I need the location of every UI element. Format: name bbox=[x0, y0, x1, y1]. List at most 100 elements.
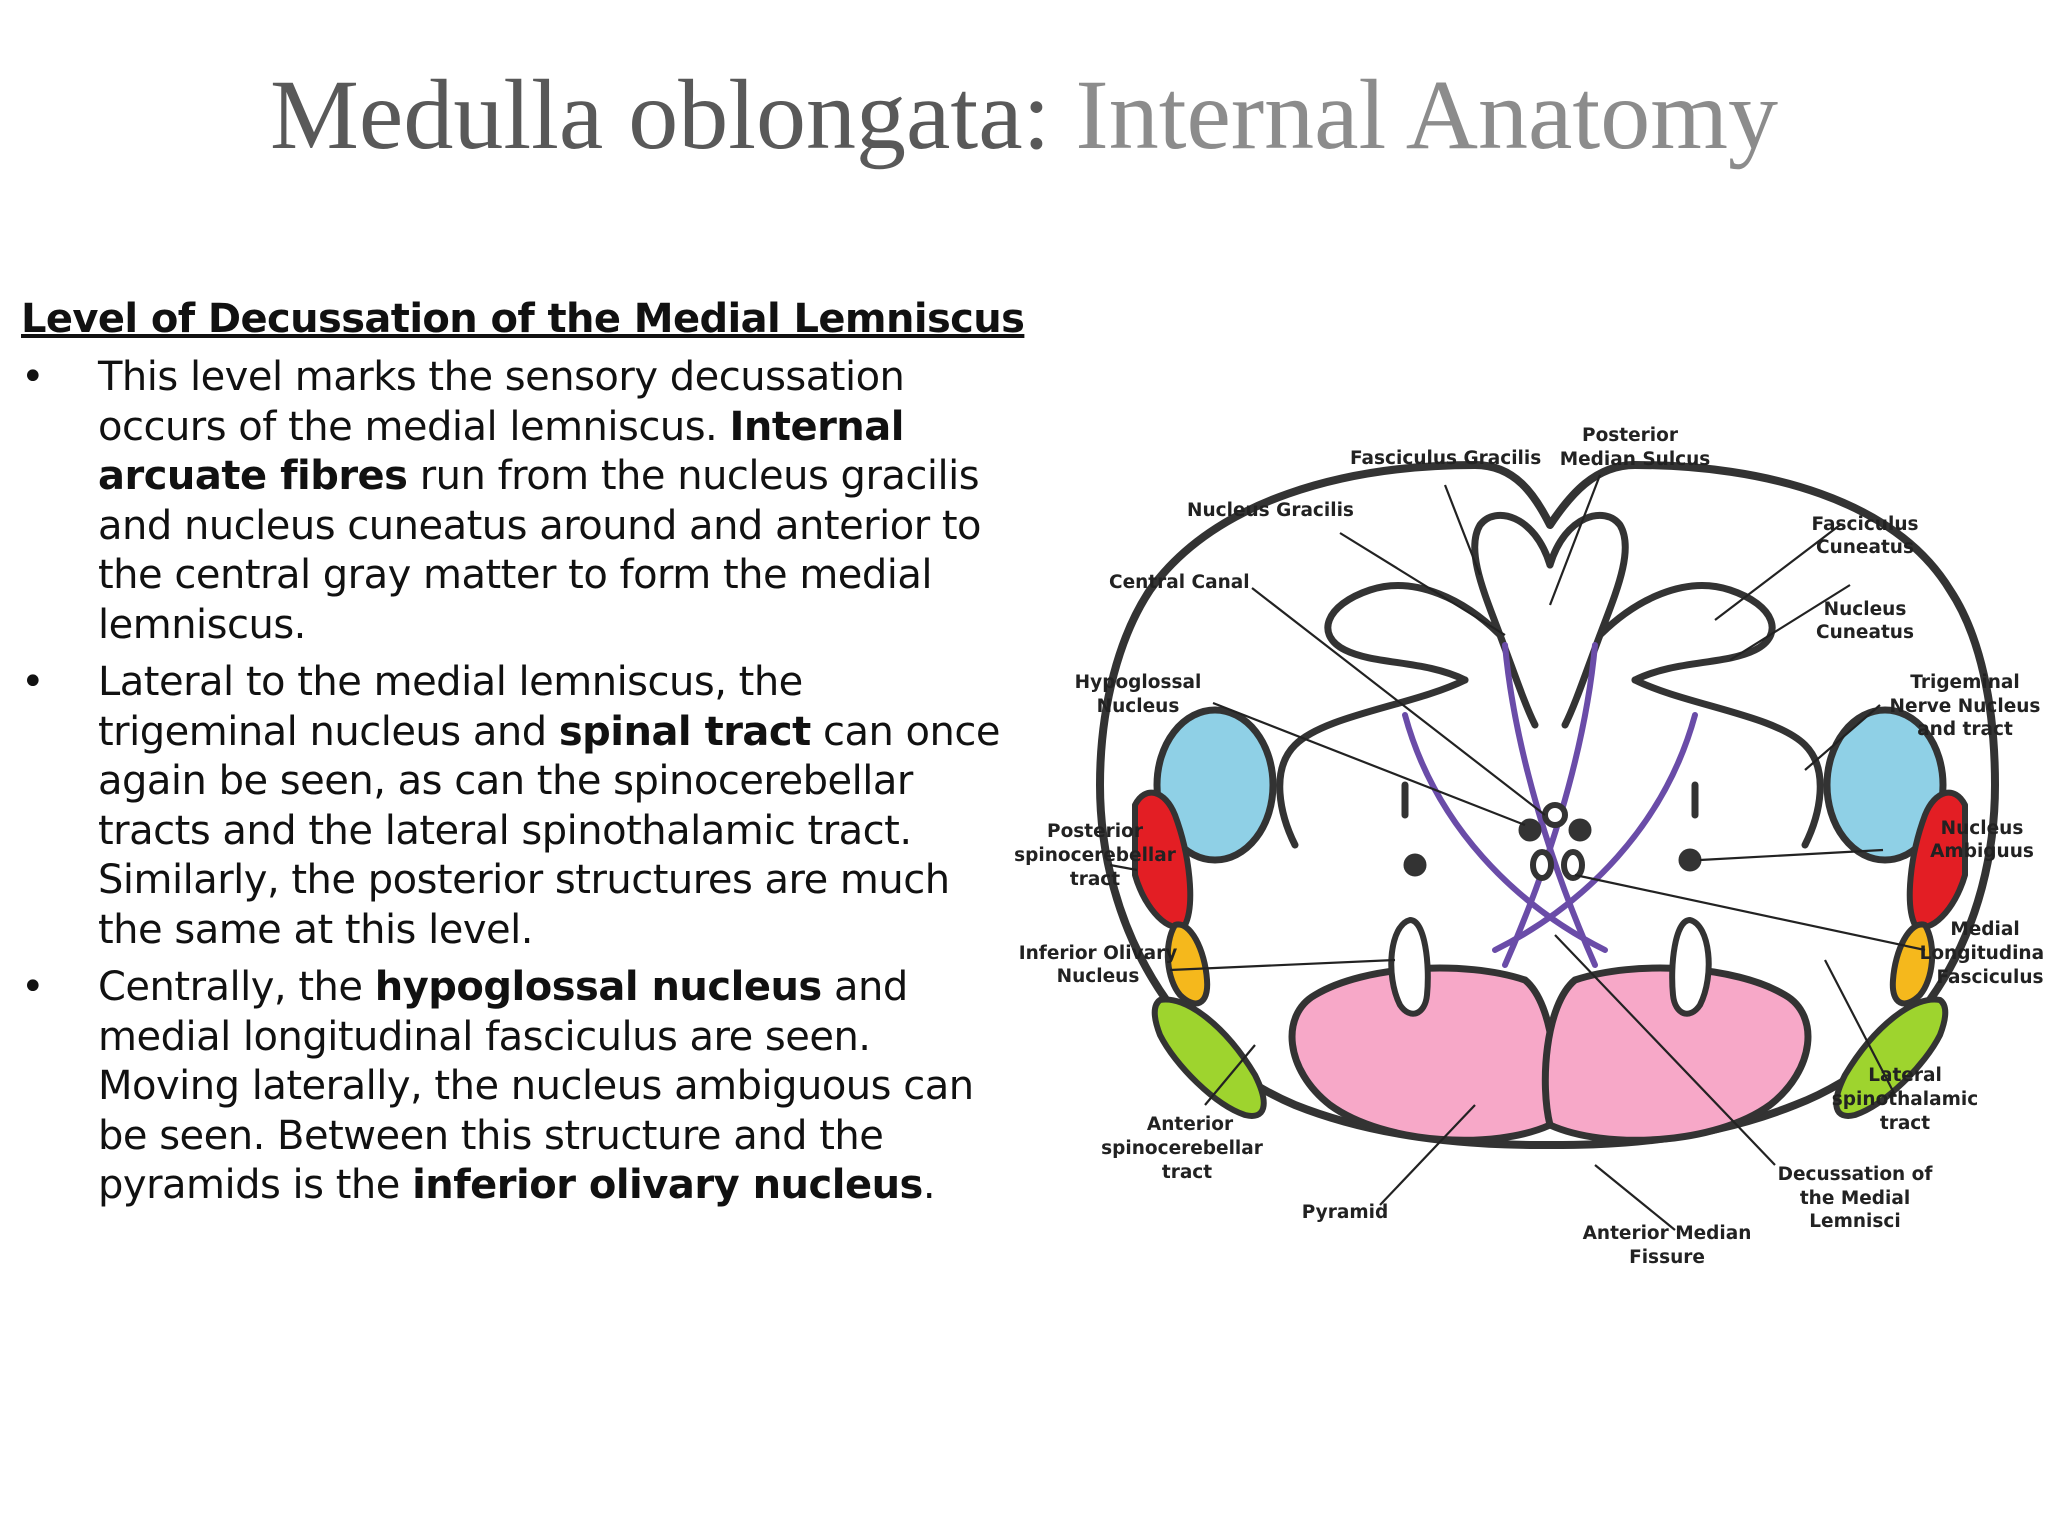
mlf bbox=[1530, 849, 1554, 881]
leader-line bbox=[1169, 958, 1396, 972]
label-pyramid: Pyramid bbox=[1302, 1202, 1388, 1223]
label-hypoglossal-nucleus: Nucleus bbox=[1097, 696, 1180, 717]
page-title: Medulla oblongata: Internal Anatomy bbox=[0, 55, 2048, 175]
bullet-text: This level marks the sensory decussation… bbox=[98, 354, 905, 450]
inferior-olivary-nucleus-left bbox=[1388, 917, 1431, 1017]
bullet-text: Centrally, the bbox=[98, 964, 375, 1010]
leader-line bbox=[1251, 587, 1546, 816]
label-trigeminal: Trigeminal bbox=[1910, 672, 2019, 693]
lateral-spinothalamic-left bbox=[1164, 921, 1211, 1007]
bullet-glyph: • bbox=[21, 659, 45, 705]
leader-line bbox=[1574, 873, 1926, 952]
hypoglossal-nucleus bbox=[1518, 818, 1542, 842]
medial-lemniscus-fibre bbox=[1502, 642, 1598, 968]
leader-line bbox=[1729, 584, 1851, 661]
pyramid-left bbox=[1288, 964, 1559, 1144]
title-part-2: Internal Anatomy bbox=[1075, 59, 1778, 170]
label-hypoglossal-nucleus: Hypoglossal bbox=[1075, 672, 1202, 693]
label-fasciculus-gracilis: Fasciculus Gracilis bbox=[1350, 448, 1541, 469]
label-trigeminal: Nerve Nucleus bbox=[1890, 696, 2041, 717]
label-fasciculus-cuneatus: Fasciculus bbox=[1811, 514, 1918, 535]
label-trigeminal: and tract bbox=[1917, 719, 2013, 740]
label-posterior-spinocerebellar: spinocerebellar bbox=[1014, 845, 1177, 866]
label-nucleus-gracilis: Nucleus Gracilis bbox=[1187, 500, 1354, 521]
bullet-bold-text: Internal arcuate fibres bbox=[98, 403, 904, 500]
trigeminal-nucleus-right bbox=[1823, 706, 1947, 864]
label-mlf: Fasciculus bbox=[1936, 967, 2043, 988]
label-posterior-spinocerebellar: tract bbox=[1070, 869, 1120, 890]
label-decussation: Lemnisci bbox=[1809, 1211, 1900, 1232]
label-inferior-olivary: Inferior Olivary bbox=[1019, 943, 1178, 964]
list-item: • This level marks the sensory decussatio… bbox=[21, 353, 1006, 650]
bullet-bold-text: spinal tract bbox=[558, 708, 811, 755]
leader-line bbox=[1824, 959, 1896, 1096]
label-lateral-spinothalamic: Lateral bbox=[1868, 1065, 1942, 1086]
label-mlf: Medial bbox=[1950, 919, 2019, 940]
medial-lemniscus-fibre bbox=[1492, 712, 1698, 953]
label-nucleus-ambiguus: Ambiguus bbox=[1930, 841, 2034, 862]
label-anterior-spinocerebellar: spinocerebellar bbox=[1101, 1138, 1264, 1159]
leader-line bbox=[1379, 1104, 1476, 1206]
list-item: • Lateral to the medial lemniscus, the tr… bbox=[21, 658, 1006, 955]
trigeminal-nucleus-left bbox=[1153, 706, 1277, 864]
pyramid-right bbox=[1541, 964, 1812, 1144]
central-gray-right bbox=[1631, 676, 1824, 849]
label-posterior-spinocerebellar: Posterior bbox=[1047, 821, 1144, 842]
nucleus-ambiguus-left bbox=[1403, 853, 1427, 877]
posterior-spinocerebellar-right bbox=[1906, 789, 1968, 930]
text-block: Level of Decussation of the Medial Lemni… bbox=[21, 293, 1025, 1211]
nucleus-ambiguus-right bbox=[1678, 848, 1702, 872]
bullet-glyph: • bbox=[21, 964, 45, 1010]
medulla-diagram: Fasciculus Gracilis Posterior Median Sul… bbox=[1014, 425, 2045, 1268]
bullet-text: can once again be seen, as can the spino… bbox=[98, 708, 1000, 953]
central-gray-left bbox=[1276, 676, 1469, 849]
leader-line bbox=[1443, 484, 1482, 576]
mlf bbox=[1561, 849, 1585, 881]
bullet-text: and medial longitudinal fasciculus are s… bbox=[98, 964, 974, 1208]
leader-line bbox=[1594, 1164, 1676, 1231]
label-nucleus-ambiguus: Nucleus bbox=[1941, 818, 2024, 839]
bullet-text: run from the nucleus gracilis and nucleu… bbox=[98, 453, 982, 648]
label-anterior-median-fissure: Fissure bbox=[1629, 1247, 1705, 1268]
bullet-text: Lateral to the medial lemniscus, the tri… bbox=[98, 659, 803, 755]
label-nucleus-cuneatus: Nucleus bbox=[1824, 599, 1907, 620]
label-anterior-median-fissure: Anterior Median bbox=[1583, 1223, 1752, 1244]
label-posterior-median-sulcus: Posterior bbox=[1582, 425, 1679, 446]
leader-line bbox=[1699, 848, 1884, 862]
medial-lemniscus-fibre bbox=[1402, 712, 1608, 953]
label-anterior-spinocerebellar: tract bbox=[1162, 1162, 1212, 1183]
bullet-glyph: • bbox=[21, 354, 45, 400]
leader-line bbox=[1339, 532, 1506, 636]
hypoglossal-nucleus bbox=[1568, 818, 1592, 842]
label-mlf: Longitudinal bbox=[1920, 943, 2045, 964]
section-heading: Level of Decussation of the Medial Lemni… bbox=[21, 296, 1025, 342]
label-anterior-spinocerebellar: Anterior bbox=[1147, 1114, 1234, 1135]
leader-line bbox=[1804, 704, 1881, 771]
bullet-list: • This level marks the sensory decussatio… bbox=[21, 353, 1006, 1211]
leader-line bbox=[1548, 474, 1602, 606]
title-part-1: Medulla oblongata: bbox=[270, 59, 1051, 170]
bullet-bold-text: inferior olivary nucleus bbox=[412, 1162, 923, 1208]
label-posterior-median-sulcus: Median Sulcus bbox=[1560, 449, 1711, 470]
posterior-spinocerebellar-left bbox=[1132, 789, 1194, 930]
inferior-olivary-nucleus-right bbox=[1669, 917, 1712, 1017]
label-lateral-spinothalamic: tract bbox=[1880, 1113, 1930, 1134]
leader-line bbox=[1204, 1044, 1256, 1106]
anterior-spinocerebellar-right bbox=[1833, 996, 1949, 1119]
label-decussation: the Medial bbox=[1800, 1188, 1910, 1209]
label-inferior-olivary: Nucleus bbox=[1057, 966, 1140, 987]
label-nucleus-cuneatus: Cuneatus bbox=[1816, 622, 1914, 643]
label-decussation: Decussation of bbox=[1778, 1164, 1934, 1185]
anterior-spinocerebellar-left bbox=[1151, 996, 1267, 1119]
leader-line bbox=[1109, 863, 1138, 872]
bullet-bold-text: hypoglossal nucleus bbox=[374, 964, 823, 1010]
label-lateral-spinothalamic: spinothalamic bbox=[1832, 1089, 1978, 1110]
leader-line bbox=[1212, 701, 1526, 827]
leader-line bbox=[1714, 524, 1841, 621]
bullet-text: . bbox=[922, 1162, 936, 1208]
leader-line bbox=[1554, 934, 1776, 1166]
label-fasciculus-cuneatus: Cuneatus bbox=[1816, 537, 1914, 558]
nucleus-gracilis-right bbox=[1546, 512, 1776, 729]
central-canal bbox=[1542, 802, 1568, 828]
label-central-canal: Central Canal bbox=[1109, 572, 1250, 593]
